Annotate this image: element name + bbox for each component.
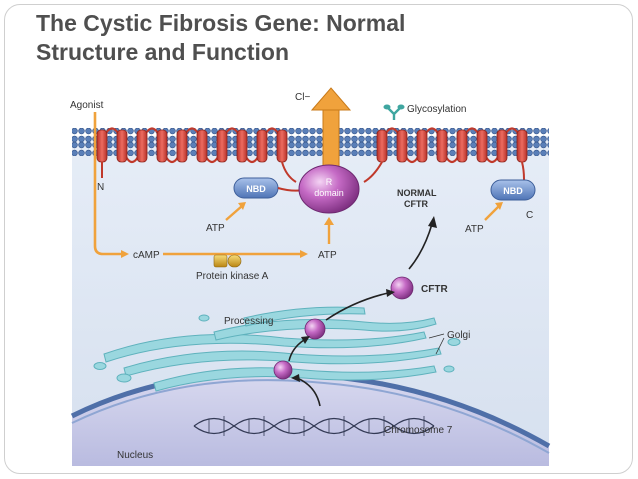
title-line-1: The Cystic Fibrosis Gene: Normal xyxy=(36,10,406,36)
processing-to-cftr-arrow xyxy=(325,292,389,321)
protein-kinase-label: Protein kinase A xyxy=(196,271,269,282)
agonist-arrow xyxy=(93,112,121,256)
normal-cftr-label-2: CFTR xyxy=(404,199,428,209)
cftr-label: CFTR xyxy=(421,284,448,295)
protein-kinase-icon xyxy=(213,254,242,268)
title-line-2: Structure and Function xyxy=(36,39,289,65)
r-domain: R domain xyxy=(298,164,360,214)
processing-vesicle xyxy=(304,318,326,340)
golgi-label: Golgi xyxy=(447,330,470,341)
nbd-right-label: NBD xyxy=(503,186,523,196)
slide-frame xyxy=(4,4,633,474)
cftr-protein xyxy=(390,276,414,300)
cftr-transport-arrow xyxy=(408,223,433,270)
er-to-golgi-arrow xyxy=(288,339,305,362)
glycosylation-icon xyxy=(383,104,405,120)
processing-label: Processing xyxy=(224,316,273,327)
c-terminus-label: C xyxy=(526,210,533,221)
r-domain-label-1: R xyxy=(326,177,333,187)
glycosylation-label: Glycosylation xyxy=(407,104,466,115)
n-terminus-label: N xyxy=(97,182,104,193)
atp-right-label: ATP xyxy=(465,224,484,235)
chromosome-label: Chromosome 7 xyxy=(384,425,453,436)
chromosome-dna xyxy=(193,416,435,436)
cftr-diagram: Cl− Glycosylation Agonist N C NBD R doma… xyxy=(70,87,551,466)
transmembrane-helices xyxy=(96,127,528,199)
r-domain-label-2: domain xyxy=(314,188,344,198)
atp-middle-label: ATP xyxy=(318,250,337,261)
nbd-left-label: NBD xyxy=(246,184,266,194)
golgi-apparatus xyxy=(93,306,461,392)
atp-left-label: ATP xyxy=(206,223,225,234)
nucleus-to-er-arrow xyxy=(296,377,321,407)
nbd-right: NBD xyxy=(490,179,536,201)
nucleus-label: Nucleus xyxy=(117,450,153,461)
nuclear-envelope-inner xyxy=(71,379,550,454)
nbd-left: NBD xyxy=(233,177,279,199)
camp-label: cAMP xyxy=(133,250,160,261)
agonist-label: Agonist xyxy=(70,100,104,111)
chloride-label: Cl− xyxy=(295,92,310,103)
normal-cftr-label-1: NORMAL xyxy=(397,188,437,198)
er-vesicle xyxy=(273,360,293,380)
cell-membrane xyxy=(72,128,549,156)
slide-title: The Cystic Fibrosis Gene: Normal Structu… xyxy=(36,9,596,67)
